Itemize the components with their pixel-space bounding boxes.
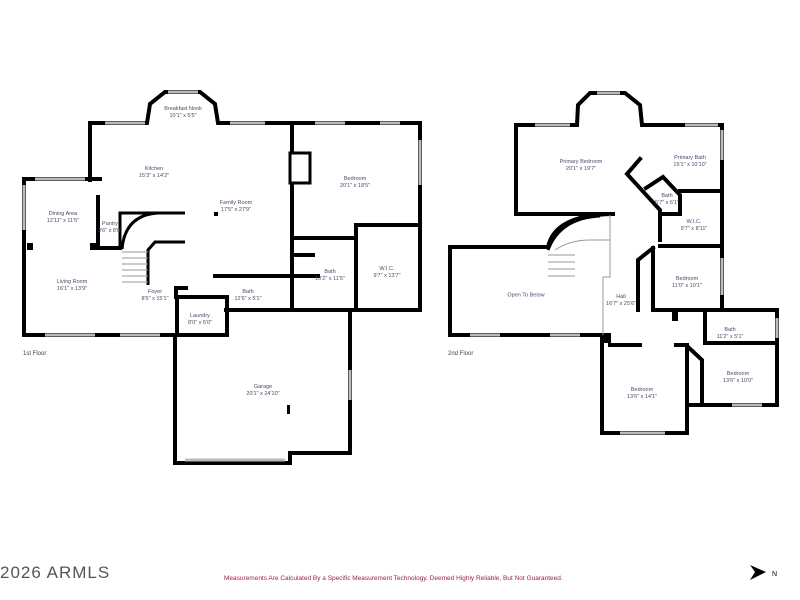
floor-label-1st: 1st Floor: [23, 351, 47, 357]
north-label: N: [772, 571, 777, 578]
room-label-wic: W.I.C.9'7" x 13'7": [373, 266, 401, 279]
north-arrow-icon: N: [748, 563, 788, 588]
first-floor-walls: [22, 90, 422, 465]
armls-watermark: 2026 ARMLS: [0, 563, 111, 582]
second-floor-walls: [448, 91, 779, 435]
room-label-open-to-below: Open To Below: [507, 292, 545, 299]
measurement-disclaimer: Measurements Are Calculated By a Specifi…: [224, 575, 563, 582]
room-label-wic: W.I.C.9'7" x 8'11": [680, 219, 708, 232]
floor-label-2nd: 2nd Floor: [448, 351, 474, 357]
